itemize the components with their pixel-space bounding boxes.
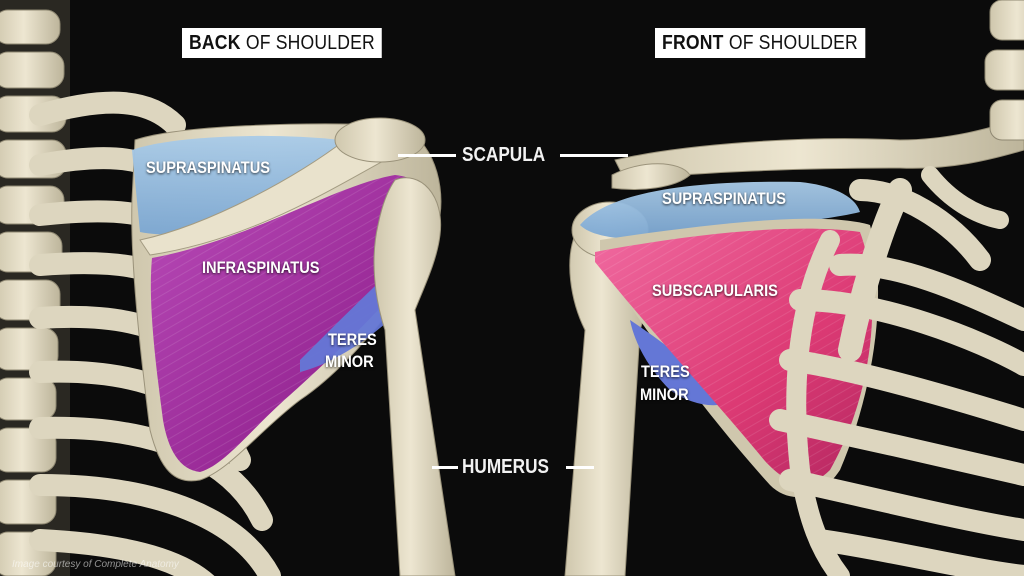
back-of-shoulder-title: BACK OF SHOULDER — [182, 28, 382, 58]
back-supraspinatus-label: SUPRASPINATUS — [146, 158, 271, 177]
front-subscapularis-label: SUBSCAPULARIS — [652, 281, 778, 300]
image-credit: Image courtesy of Complete Anatomy — [12, 559, 179, 570]
front-of-shoulder-title: FRONT OF SHOULDER — [655, 28, 865, 58]
scapula-leader-right — [560, 154, 628, 157]
title-front-rest: OF SHOULDER — [728, 31, 858, 54]
back-infraspinatus-label: INFRASPINATUS — [202, 258, 320, 277]
back-teres-label: TERES — [328, 330, 377, 349]
front-ribs — [769, 166, 1024, 576]
scapula-leader-left — [398, 154, 456, 157]
front-minor-label: MINOR — [640, 385, 689, 404]
title-front-bold: FRONT — [662, 31, 724, 54]
title-back-rest: OF SHOULDER — [245, 31, 375, 54]
humerus-leader-right — [566, 466, 594, 469]
humerus-label: HUMERUS — [462, 456, 549, 478]
front-supraspinatus-muscle — [580, 181, 860, 240]
back-humerus — [373, 177, 456, 576]
front-teres-label: TERES — [641, 362, 690, 381]
humerus-leader-left — [432, 466, 458, 469]
back-supraspinatus-muscle — [132, 135, 340, 235]
back-minor-label: MINOR — [325, 352, 374, 371]
back-scapula — [131, 117, 442, 482]
title-back-bold: BACK — [189, 31, 241, 54]
front-supraspinatus-label: SUPRASPINATUS — [662, 189, 787, 208]
front-spine — [984, 0, 1024, 141]
scapula-label: SCAPULA — [462, 144, 546, 166]
